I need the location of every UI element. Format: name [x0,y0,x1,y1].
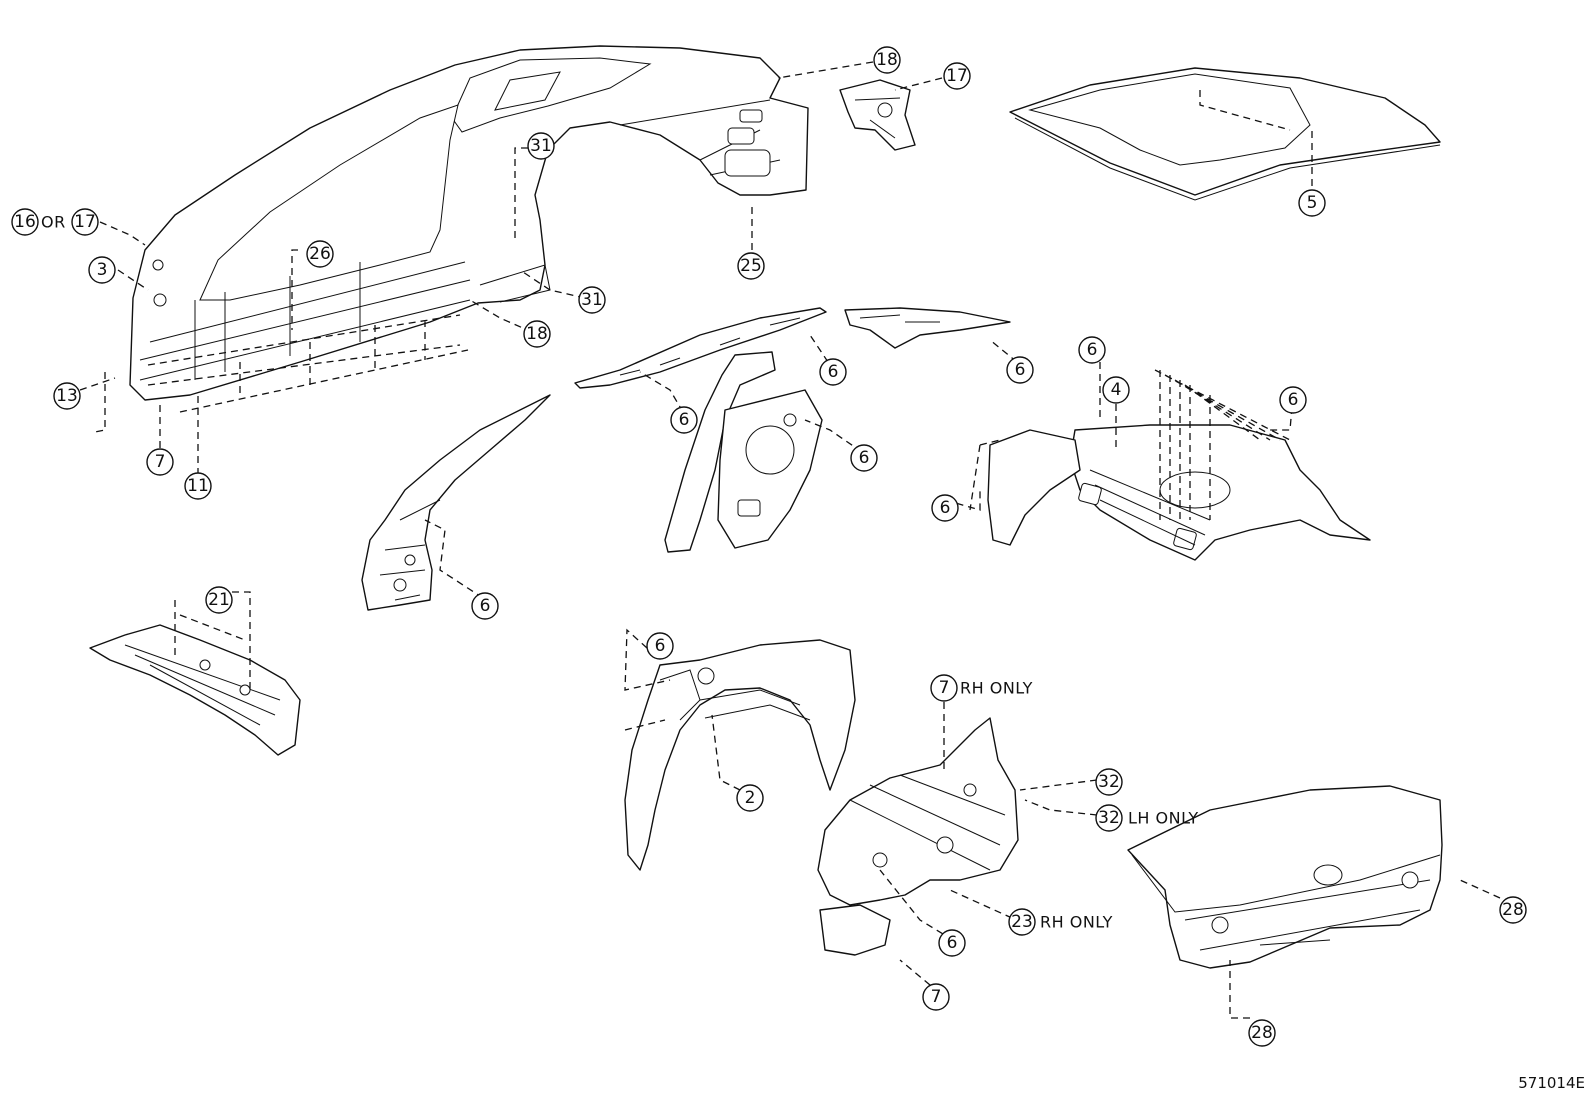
callout-2[interactable]: 2 [736,784,764,812]
cowl-panel [89,624,301,756]
callout-31-lower[interactable]: 31 [578,286,606,314]
callout-6-roof-rail-a[interactable]: 6 [819,358,847,386]
callout-3[interactable]: 3 [88,256,116,284]
callout-31-upper[interactable]: 31 [527,132,555,160]
svg-text:17: 17 [946,66,968,86]
leader-lines [79,61,1501,1019]
svg-text:31: 31 [530,136,552,156]
svg-text:6: 6 [1087,340,1098,360]
svg-text:7: 7 [939,678,950,698]
svg-text:6: 6 [480,596,491,616]
svg-text:6: 6 [1288,390,1299,410]
svg-text:13: 13 [56,386,78,406]
svg-text:5: 5 [1307,193,1318,213]
svg-text:11: 11 [187,476,209,496]
callout-6-front-pillar[interactable]: 6 [471,592,499,620]
callout-5[interactable]: 5 [1298,189,1326,217]
callout-6-wheel-house-outer[interactable]: 6 [938,929,966,957]
callout-25[interactable]: 25 [737,252,765,280]
center-pillar-inner [664,351,823,553]
svg-text:6: 6 [859,448,870,468]
svg-text:2: 2 [745,788,756,808]
callout-21[interactable]: 21 [205,586,233,614]
callout-7-left[interactable]: 7 [146,448,174,476]
rear-package-tray [987,424,1371,561]
svg-text:21: 21 [208,590,230,610]
roof-side-bracket [839,79,916,151]
callout-16-or-17[interactable]: 16 OR 17 [11,208,99,236]
callout-32[interactable]: 32 [1095,768,1123,796]
side-outer-panel [129,45,809,401]
callout-23-rh-only[interactable]: 23 RH ONLY [1008,908,1113,936]
svg-text:RH ONLY: RH ONLY [1040,913,1113,932]
callout-6-tray-left[interactable]: 6 [931,494,959,522]
front-pillar-inner [361,394,551,611]
diagram-code: 571014E [1518,1074,1585,1092]
svg-text:6: 6 [655,636,666,656]
svg-text:28: 28 [1251,1023,1273,1043]
svg-text:3: 3 [97,260,108,280]
callout-7-bottom[interactable]: 7 [922,983,950,1011]
svg-text:6: 6 [947,933,958,953]
svg-text:6: 6 [828,362,839,382]
svg-text:4: 4 [1111,380,1122,400]
svg-text:31: 31 [581,290,603,310]
luggage-compartment-door [1127,785,1443,969]
callout-6-roof-rail-b[interactable]: 6 [1006,356,1034,384]
callout-17-top[interactable]: 17 [943,62,971,90]
svg-text:25: 25 [740,256,762,276]
svg-text:7: 7 [931,987,942,1007]
callout-26[interactable]: 26 [306,240,334,268]
svg-text:LH ONLY: LH ONLY [1128,809,1199,828]
svg-text:18: 18 [526,324,548,344]
callout-28-right[interactable]: 28 [1499,896,1527,924]
callout-13[interactable]: 13 [53,382,81,410]
callout-6-roof-rail-c[interactable]: 6 [670,406,698,434]
callout-7-rh-only[interactable]: 7 RH ONLY [930,674,1033,702]
callout-32-lh-only[interactable]: 32 LH ONLY [1095,804,1199,832]
callout-6-wheel-house[interactable]: 6 [646,632,674,660]
rear-wheel-house [624,639,856,871]
svg-text:RH ONLY: RH ONLY [960,679,1033,698]
svg-text:32: 32 [1098,772,1120,792]
callout-28-bottom[interactable]: 28 [1248,1019,1276,1047]
svg-text:28: 28 [1502,900,1524,920]
svg-text:32: 32 [1098,808,1120,828]
svg-text:23: 23 [1011,912,1033,932]
svg-text:6: 6 [940,498,951,518]
svg-text:7: 7 [155,452,166,472]
svg-text:17: 17 [74,212,96,232]
svg-text:6: 6 [1015,360,1026,380]
callout-18-lower[interactable]: 18 [523,320,551,348]
callout-6-tray-right[interactable]: 6 [1279,386,1307,414]
svg-text:26: 26 [309,244,331,264]
callout-6-center-pillar[interactable]: 6 [850,444,878,472]
rear-wheel-house-outer [817,717,1019,956]
svg-text:18: 18 [876,50,898,70]
callout-6-tray-top[interactable]: 6 [1078,336,1106,364]
svg-text:6: 6 [679,410,690,430]
callout-4[interactable]: 4 [1102,376,1130,404]
svg-text:16: 16 [14,212,36,232]
callout-18-top[interactable]: 18 [873,46,901,74]
roof-side-rail [574,307,1011,389]
callout-11[interactable]: 11 [184,472,212,500]
roof-panel [1009,67,1441,201]
svg-text:OR: OR [41,213,66,232]
